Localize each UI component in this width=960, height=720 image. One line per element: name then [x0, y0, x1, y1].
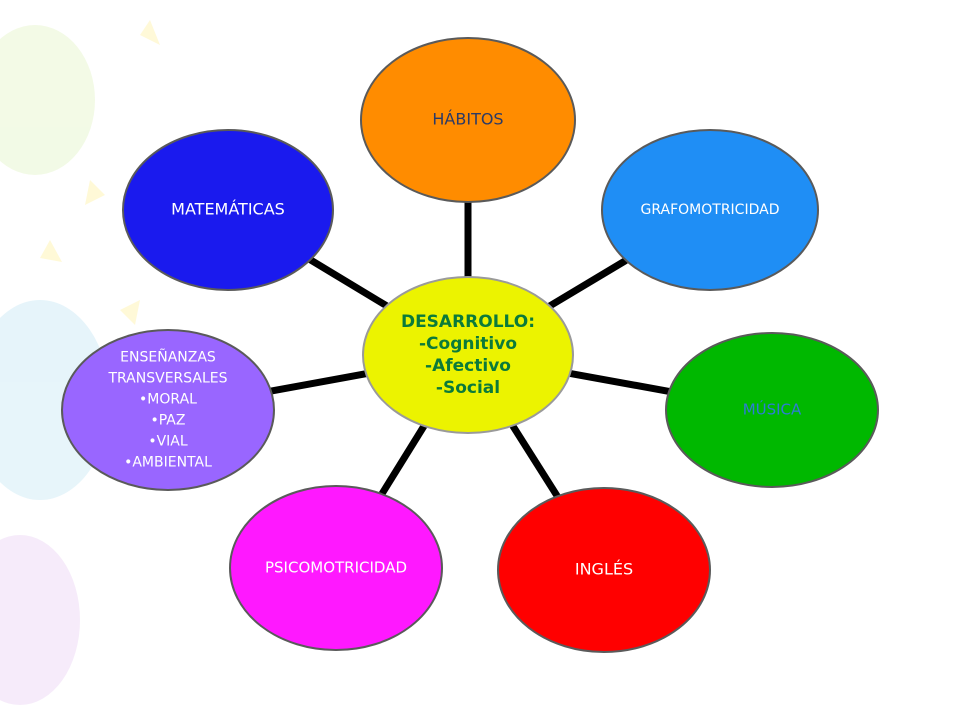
node-ensenanzas-label-line: •PAZ: [151, 413, 186, 429]
confetti-decoration: [140, 20, 160, 45]
center-node-group: DESARROLLO:-Cognitivo-Afectivo-Social: [362, 276, 574, 434]
center-node-shape: [362, 276, 574, 434]
node-ensenanzas-label-line: •MORAL: [139, 392, 197, 408]
node-ensenanzas: ENSEÑANZAS TRANSVERSALES •MORAL •PAZ •VIAL •A…: [61, 329, 275, 491]
confetti-decoration: [40, 240, 62, 262]
connector-grafomotricidad: [547, 257, 628, 310]
node-musica-shape: [665, 332, 879, 488]
node-psicomotricidad: PSICOMOTRICIDAD: [229, 485, 443, 651]
node-habitos-shape: [360, 37, 576, 203]
node-grafomotricidad-shape: [601, 129, 819, 291]
node-grafomotricidad: GRAFOMOTRICIDAD: [601, 129, 819, 291]
connector-psicomotricidad: [378, 424, 428, 496]
connector-group: [270, 202, 670, 499]
node-habitos: HÁBITOS: [360, 37, 576, 203]
balloon-decoration-bottom-left: [0, 535, 80, 705]
node-psicomotricidad-shape: [229, 485, 443, 651]
connector-ingles: [509, 423, 561, 499]
connector-musica: [569, 370, 670, 395]
node-group: HÁBITOS GRAFOMOTRICIDAD MÚSICA INGLÉS PSICOM…: [61, 37, 879, 653]
center-node-label-line: -Cognitivo: [419, 334, 517, 354]
confetti-decoration: [120, 300, 140, 325]
node-matematicas-label-line: MATEMÁTICAS: [171, 200, 285, 219]
node-psicomotricidad-label-line: PSICOMOTRICIDAD: [265, 559, 407, 577]
node-musica-label-line: MÚSICA: [743, 400, 802, 419]
node-habitos-label-line: HÁBITOS: [432, 110, 503, 129]
connector-matematicas: [308, 256, 389, 309]
balloon-decoration-top-left: [0, 25, 95, 175]
node-ensenanzas-label-line: •AMBIENTAL: [124, 455, 212, 471]
node-ensenanzas-label-line: ENSEÑANZAS: [120, 349, 216, 366]
node-grafomotricidad-label-line: GRAFOMOTRICIDAD: [641, 202, 780, 218]
node-ingles-label-line: INGLÉS: [575, 560, 633, 579]
node-matematicas-shape: [122, 129, 334, 291]
center-node-label-line: -Social: [436, 378, 500, 398]
node-matematicas: MATEMÁTICAS: [122, 129, 334, 291]
confetti-decoration: [85, 180, 105, 205]
connector-ensenanzas: [270, 370, 367, 395]
node-ingles: INGLÉS: [497, 487, 711, 653]
node-ingles-shape: [497, 487, 711, 653]
node-ensenanzas-label-line: •VIAL: [148, 434, 188, 450]
node-musica: MÚSICA: [665, 332, 879, 488]
node-ensenanzas-label-line: TRANSVERSALES: [107, 371, 227, 387]
node-ensenanzas-shape: [61, 329, 275, 491]
center-node-label-line: -Afectivo: [425, 356, 511, 376]
center-node-label-line: DESARROLLO:: [401, 312, 535, 332]
